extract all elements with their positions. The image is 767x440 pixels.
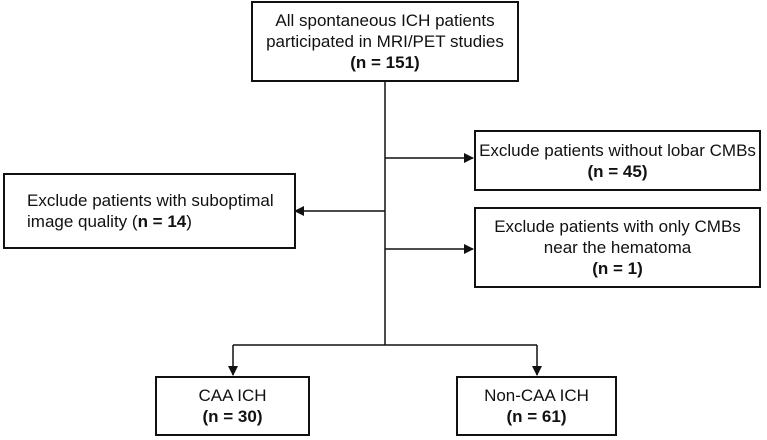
box-exclude-lobar-line1: Exclude patients without lobar CMBs: [479, 140, 756, 160]
box-non-caa-ich-line1: Non-CAA ICH: [484, 386, 589, 405]
box-all-patients-count: (n = 151): [350, 53, 420, 72]
box-caa-ich: CAA ICH (n = 30): [155, 376, 310, 436]
box-exclude-hematoma-line1: Exclude patients with only CMBs: [494, 217, 741, 236]
box-caa-ich-line1: CAA ICH: [198, 386, 267, 405]
quality-line2-count: n = 14: [137, 212, 187, 231]
box-all-patients: All spontaneous ICH patients participate…: [251, 1, 519, 82]
box-all-patients-line2: participated in MRI/PET studies: [266, 32, 504, 51]
box-all-patients-line1: All spontaneous ICH patients: [275, 11, 495, 30]
box-exclude-lobar-count: (n = 45): [587, 161, 648, 181]
box-caa-ich-count: (n = 30): [202, 407, 263, 426]
box-non-caa-ich-count: (n = 61): [506, 407, 567, 426]
box-non-caa-ich: Non-CAA ICH (n = 61): [456, 376, 617, 436]
box-exclude-quality-line2: image quality (n = 14): [27, 211, 294, 232]
box-exclude-quality: Exclude patients with suboptimal image q…: [3, 173, 296, 249]
quality-line2-text: image quality (: [27, 212, 138, 231]
box-exclude-hematoma-line2: near the hematoma: [543, 238, 692, 257]
quality-line2-end: ): [186, 212, 192, 231]
box-exclude-hematoma: Exclude patients with only CMBs near the…: [474, 207, 761, 288]
box-exclude-lobar: Exclude patients without lobar CMBs (n =…: [474, 130, 761, 191]
box-exclude-quality-line1: Exclude patients with suboptimal: [27, 191, 274, 210]
box-exclude-hematoma-count: (n = 1): [592, 259, 643, 278]
